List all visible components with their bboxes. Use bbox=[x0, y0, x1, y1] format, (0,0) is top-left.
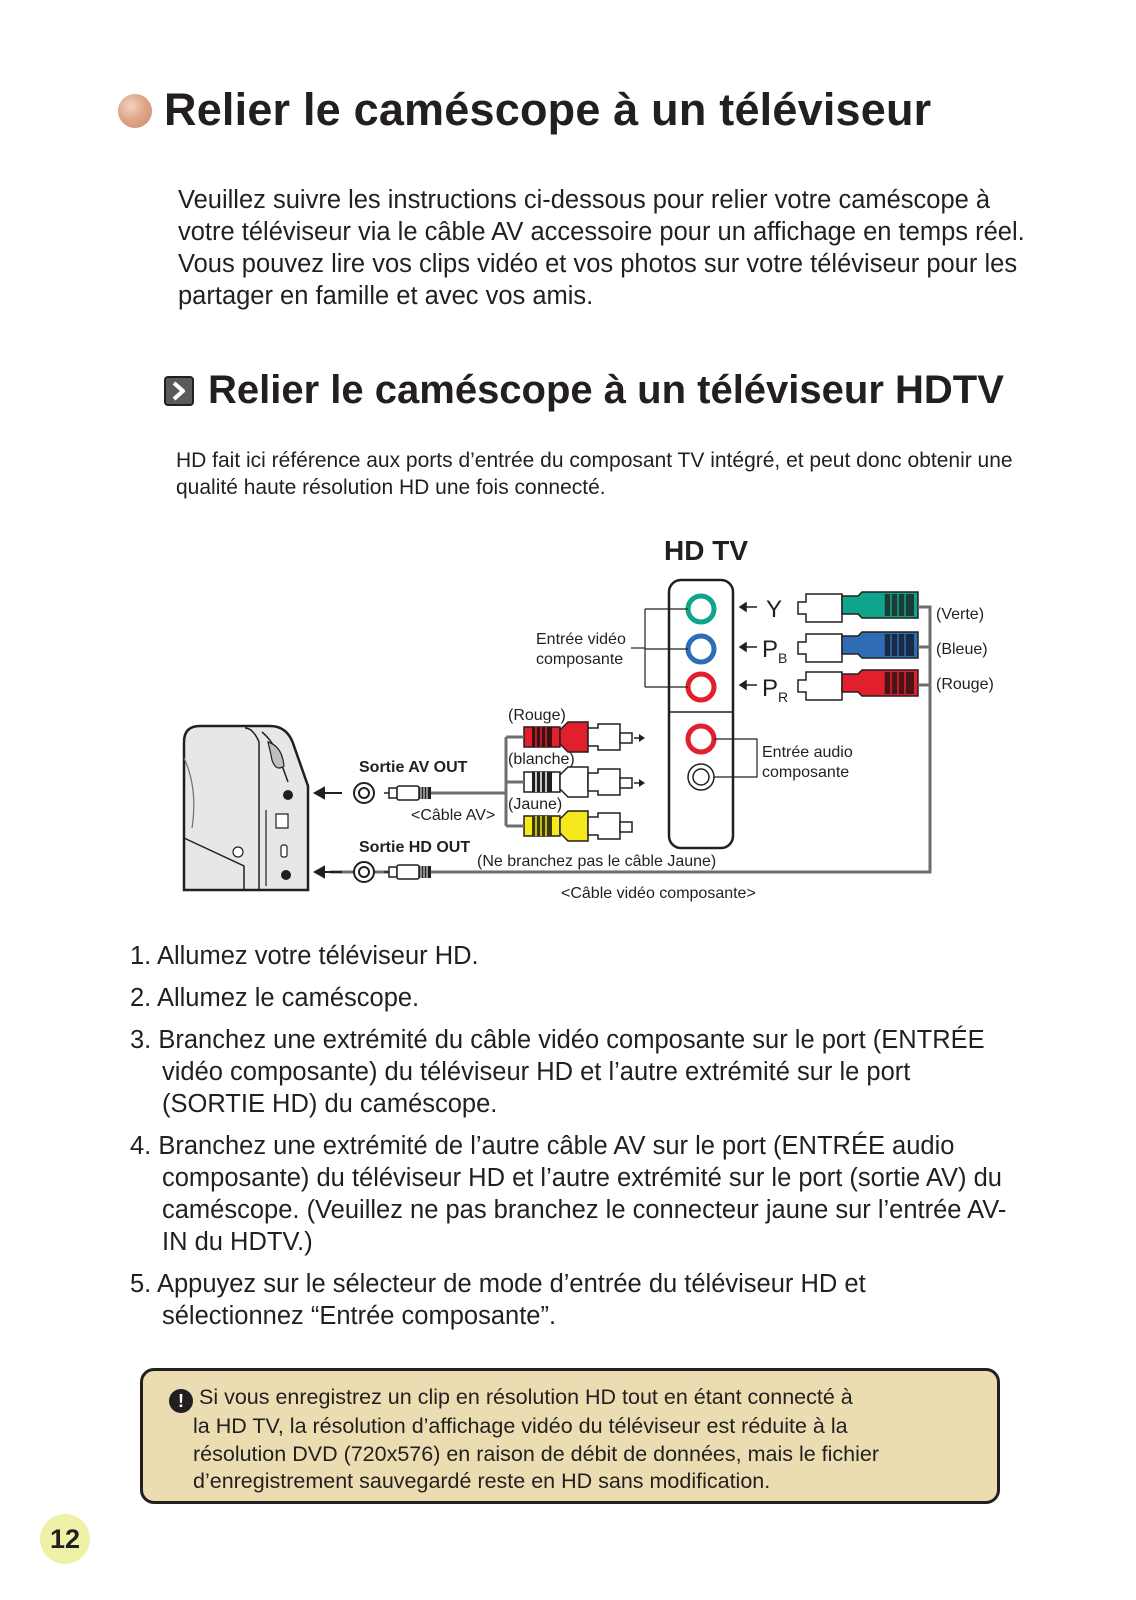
hd-out-jack bbox=[353, 861, 431, 883]
steps-list: 1. Allumez votre téléviseur HD. 2. Allum… bbox=[130, 940, 1010, 1342]
section-subtitle: Relier le caméscope à un téléviseur HDTV bbox=[208, 368, 1004, 412]
white-plug bbox=[523, 766, 645, 798]
pr-label: P bbox=[762, 675, 778, 702]
audio-white-jack bbox=[687, 763, 715, 791]
no-yellow-note: (Ne branchez pas le câble Jaune) bbox=[477, 853, 716, 870]
step-2: 2. Allumez le caméscope. bbox=[130, 984, 420, 1012]
av-cable-label: <Câble AV> bbox=[411, 807, 495, 824]
connection-diagram: HD TV Entrée vidéo composante Entrée aud… bbox=[182, 535, 994, 902]
note-line-2: la HD TV, la résolution d’affichage vidé… bbox=[193, 1414, 848, 1438]
intro-paragraph: Veuillez suivre les instructions ci-dess… bbox=[178, 186, 1025, 310]
step-5: 5. Appuyez sur le sélecteur de mode d’en… bbox=[130, 1270, 866, 1330]
green-plug bbox=[797, 591, 919, 623]
step-4: 4. Branchez une extrémité de l’autre câb… bbox=[130, 1132, 1007, 1256]
title-bullet-icon bbox=[118, 94, 152, 128]
red-plug-right bbox=[797, 669, 919, 701]
exclamation-icon: ! bbox=[169, 1389, 193, 1413]
y-jack bbox=[685, 593, 717, 625]
y-label: Y bbox=[766, 596, 782, 623]
rouge-right-label: (Rouge) bbox=[936, 676, 994, 693]
blue-plug bbox=[797, 631, 919, 663]
page-number: 12 bbox=[40, 1514, 90, 1564]
chevron-right-icon bbox=[164, 376, 194, 406]
component-cable-label: <Câble vidéo composante> bbox=[561, 885, 756, 902]
note-box: !Si vous enregistrez un clip en résoluti… bbox=[140, 1368, 1000, 1504]
audio-red-jack bbox=[685, 723, 717, 755]
tv-panel bbox=[667, 578, 735, 850]
jaune-label: (Jaune) bbox=[508, 796, 562, 813]
yellow-plug bbox=[523, 810, 633, 842]
video-in-label-2: composante bbox=[536, 651, 623, 668]
pb-subscript: B bbox=[778, 650, 787, 666]
av-out-label: Sortie AV OUT bbox=[359, 759, 468, 776]
av-out-jack bbox=[353, 782, 431, 804]
hd-note: HD fait ici référence aux ports d’entrée… bbox=[176, 449, 1013, 499]
note-line-3: résolution DVD (720x576) en raison de dé… bbox=[193, 1441, 880, 1466]
step-3: 3. Branchez une extrémité du câble vidéo… bbox=[130, 1026, 985, 1118]
audio-in-label-2: composante bbox=[762, 764, 849, 781]
note-line-4: d’enregistrement sauvegardé reste en HD … bbox=[193, 1469, 771, 1493]
pr-jack bbox=[685, 671, 717, 703]
tv-title: HD TV bbox=[664, 535, 748, 566]
bleue-label: (Bleue) bbox=[936, 641, 988, 658]
rouge-left-label: (Rouge) bbox=[508, 707, 566, 724]
pb-label: P bbox=[762, 636, 778, 663]
camcorder-icon bbox=[182, 724, 310, 892]
pb-jack bbox=[685, 633, 717, 665]
blanche-label: (blanche) bbox=[508, 751, 575, 768]
note-line-1: Si vous enregistrez un clip en résolutio… bbox=[199, 1385, 853, 1409]
red-plug-left bbox=[523, 721, 645, 753]
hd-out-label: Sortie HD OUT bbox=[359, 839, 470, 856]
audio-in-label-1: Entrée audio bbox=[762, 744, 853, 761]
step-1: 1. Allumez votre téléviseur HD. bbox=[130, 942, 479, 970]
verte-label: (Verte) bbox=[936, 606, 984, 623]
pr-subscript: R bbox=[778, 689, 788, 705]
video-in-label-1: Entrée vidéo bbox=[536, 631, 626, 648]
page-title: Relier le caméscope à un téléviseur bbox=[164, 84, 932, 135]
